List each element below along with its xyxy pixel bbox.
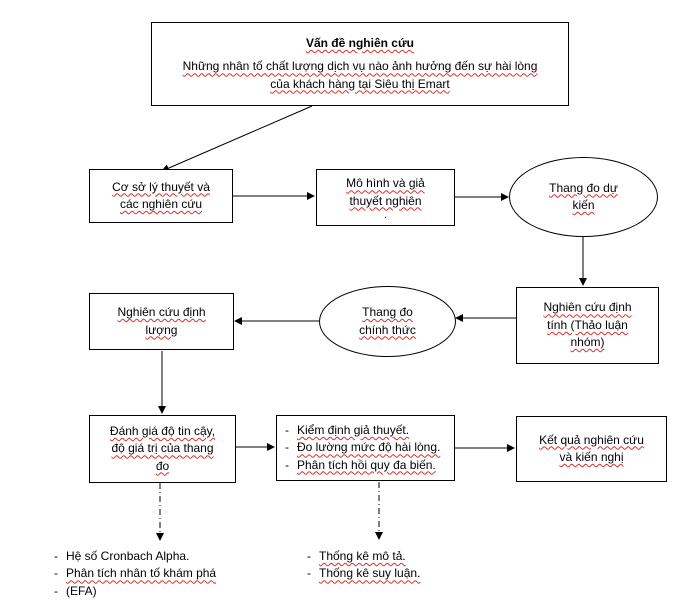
reliability-label-1: Đánh giá độ tin cậy, — [109, 423, 216, 438]
arrow-problem-to-theory — [161, 105, 313, 172]
note-item: Thống kê suy luận. — [305, 565, 485, 583]
quantitative-label-2: lượng — [145, 322, 178, 337]
official-scale-ellipse: Thang đo chính thức — [319, 286, 456, 357]
theory-label-2: các nghiên cứu — [119, 197, 203, 211]
note-item: Thống kê mô tả. — [305, 548, 485, 566]
draft-scale-ellipse: Thang đo dự kiến — [509, 157, 658, 237]
theory-box: Cơ sở lý thuyết và các nghiên cứu — [89, 169, 233, 223]
quantitative-label-1: Nghiên cứu định — [117, 305, 206, 320]
results-box: Kết quả nghiên cứu và kiến nghị — [516, 416, 667, 482]
quantitative-research-box: Nghiên cứu định lượng — [89, 293, 234, 350]
official-scale-label-1: Thang đo — [362, 305, 413, 320]
testing-notes: Thống kê mô tả. Thống kê suy luận. — [305, 548, 485, 583]
reliability-label-3: đo — [155, 458, 170, 473]
model-label-1: Mô hình và giả — [346, 176, 425, 191]
note-item: Hệ số Cronbach Alpha. — [52, 548, 272, 566]
testing-item: Kiểm định giả thuyết. — [283, 422, 440, 440]
draft-scale-label-1: Thang đo dự — [549, 180, 618, 195]
qualitative-label-3: nhóm) — [570, 335, 605, 350]
testing-item: Phân tích hồi quy đa biến. — [283, 457, 440, 475]
reliability-label-2: độ giá trị của thang — [111, 441, 214, 456]
model-label-2: thuyết nghiên — [349, 193, 422, 208]
research-problem-text-2: của khách hàng tại Siêu thị Emart — [270, 76, 450, 91]
draft-scale-label-2: kiến — [572, 198, 595, 212]
qualitative-label-2: tính (Thảo luận — [547, 317, 628, 332]
reliability-notes: Hệ số Cronbach Alpha. Phân tích nhân tố … — [52, 548, 272, 601]
testing-list: Kiểm định giả thuyết. Đo lường mức độ hà… — [283, 422, 440, 475]
theory-label-1: Cơ sở lý thuyết và — [112, 179, 210, 194]
hypothesis-testing-box: Kiểm định giả thuyết. Đo lường mức độ hà… — [276, 415, 455, 481]
research-problem-box: Vấn đề nghiên cứu Những nhân tố chất lượ… — [151, 22, 569, 106]
results-label-1: Kết quả nghiên cứu — [539, 432, 644, 447]
note-item: (EFA) — [52, 583, 272, 601]
qualitative-research-box: Nghiên cứu định tính (Thảo luận nhóm) — [516, 287, 659, 364]
reliability-validity-box: Đánh giá độ tin cậy, độ giá trị của than… — [89, 415, 236, 483]
qualitative-label-1: Nghiên cứu định — [543, 300, 632, 315]
note-item: Phân tích nhân tố khám phá — [52, 565, 272, 583]
official-scale-label-2: chính thức — [359, 322, 416, 337]
model-hypothesis-box: Mô hình và giả thuyết nghiên . — [316, 169, 455, 226]
research-problem-title: Vấn đề nghiên cứu — [305, 35, 415, 50]
research-problem-text-1: Những nhân tố chất lượng dịch vụ nào ảnh… — [182, 59, 538, 74]
results-label-2: và kiến nghị — [559, 450, 624, 464]
testing-item: Đo lường mức độ hài lòng. — [283, 439, 440, 457]
model-label-3: . — [383, 207, 388, 222]
